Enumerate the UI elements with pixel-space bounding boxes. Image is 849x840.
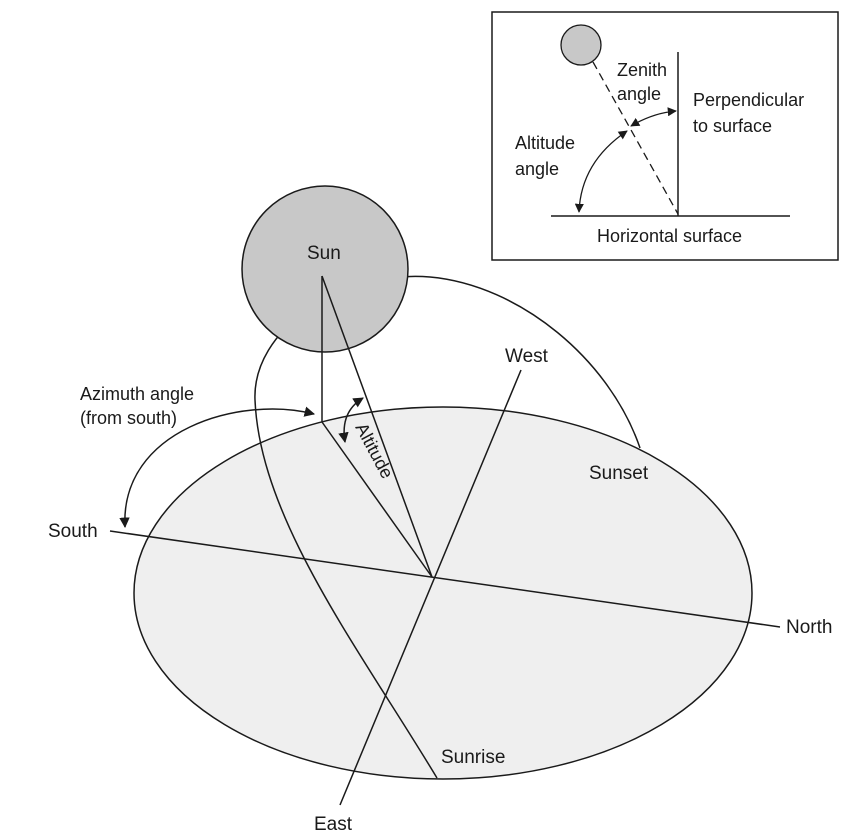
azimuth-label-line1: Azimuth angle [80, 384, 194, 404]
sun-ray-line [321, 275, 433, 578]
south-north-line [109, 530, 781, 628]
sun-disk [241, 185, 409, 353]
azimuth-label-line2: (from south) [80, 408, 177, 428]
inset-altitude-label: Altitude angle [515, 133, 580, 179]
south-label: South [48, 521, 98, 542]
sunset-label: Sunset [589, 463, 649, 484]
inset-perpendicular-label-line1: Perpendicular [693, 90, 804, 110]
inset-sun-ray [592, 61, 679, 215]
inset-zenith-label-line2: angle [617, 84, 661, 104]
inset-altitude-arc [574, 130, 628, 213]
inset-zenith-label: Zenith angle [617, 60, 672, 104]
inset-frame [491, 11, 839, 261]
azimuth-label: Azimuth angle (from south) [80, 384, 199, 428]
inset-panel: Zenith angle Altitude angle Perpendicula… [491, 11, 839, 261]
inset-zenith-label-line1: Zenith [617, 60, 667, 80]
inset-horizontal-label: Horizontal surface [597, 226, 742, 246]
inset-perpendicular-label-line2: to surface [693, 116, 772, 136]
inset-perpendicular-label: Perpendicular to surface [693, 90, 809, 136]
east-label: East [314, 814, 353, 835]
main-diagram: Sun Azimuth angle (from south) Altitude … [48, 185, 832, 835]
sunrise-label: Sunrise [441, 747, 505, 768]
inset-zenith-arc [630, 107, 677, 127]
inset-altitude-label-line2: angle [515, 159, 559, 179]
east-west-line [339, 369, 522, 806]
azimuth-arc [119, 406, 316, 529]
north-label: North [786, 617, 832, 638]
inset-sun [560, 24, 602, 66]
altitude-arc [338, 397, 364, 444]
inset-altitude-label-line1: Altitude [515, 133, 575, 153]
sun-label: Sun [307, 243, 341, 264]
west-label: West [505, 346, 549, 367]
horizon-ellipse [133, 406, 753, 780]
ground-projection-line [321, 421, 433, 578]
